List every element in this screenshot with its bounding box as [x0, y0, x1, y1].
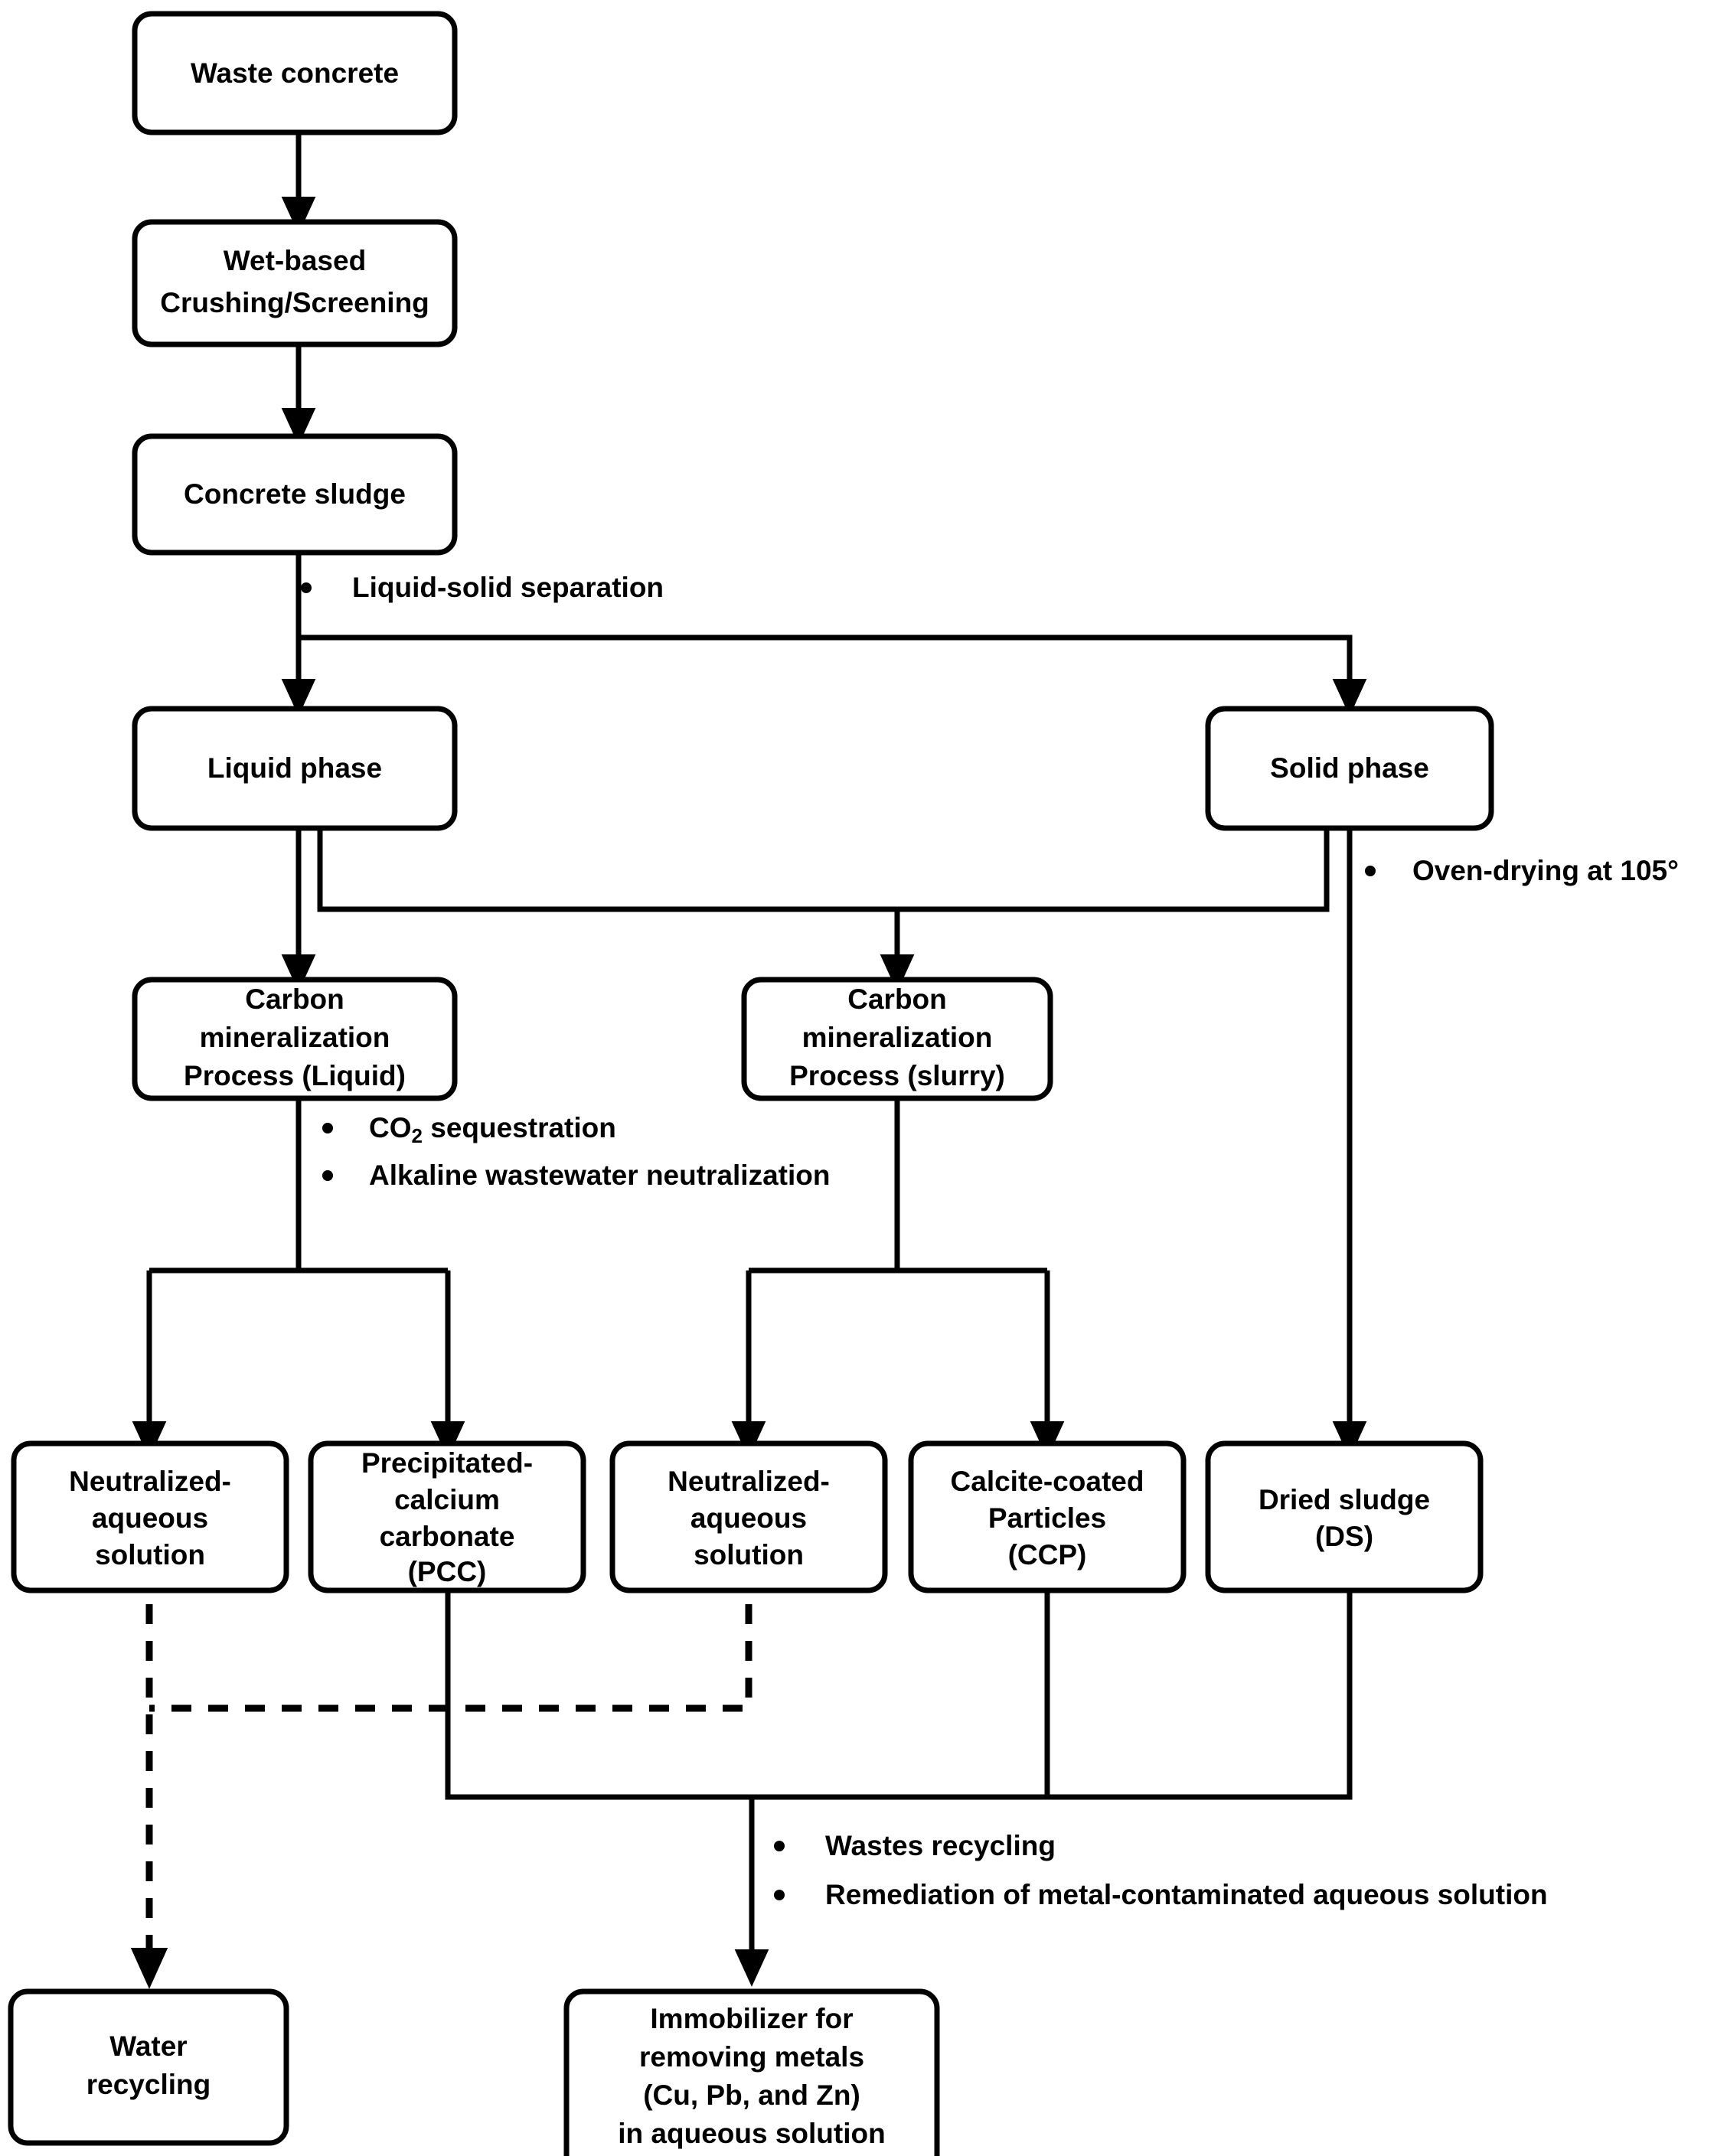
- node-pcc-line4: (PCC): [408, 1556, 487, 1587]
- node-neutralized-2-line3: solution: [694, 1539, 804, 1571]
- edge-solids-merge-bus: [445, 1567, 1353, 1800]
- node-pcc-line1: Precipitated-: [361, 1447, 533, 1479]
- node-neutralized-1-line1: Neutralized-: [69, 1466, 231, 1497]
- node-ccp-line2: Particles: [988, 1502, 1106, 1534]
- bullet-icon: [322, 1170, 333, 1181]
- annotation-alkaline-neutralization: Alkaline wastewater neutralization: [322, 1160, 830, 1191]
- node-solid-phase[interactable]: Solid phase: [1205, 706, 1494, 831]
- node-ccp-shape: [908, 1440, 1187, 1593]
- node-carbon-mineralization-slurry[interactable]: Carbon mineralization Process (slurry): [741, 977, 1053, 1101]
- node-carbonmin-slurry-line3: Process (slurry): [789, 1060, 1005, 1091]
- node-neutralized-2-line2: aqueous: [690, 1502, 807, 1534]
- node-neutralized-1-line2: aqueous: [92, 1502, 208, 1534]
- annotation-oven-drying: Oven-drying at 105°: [1365, 855, 1679, 886]
- node-carbonmin-slurry-line2: mineralization: [802, 1022, 993, 1053]
- bullet-icon: [774, 1841, 785, 1851]
- node-immobilizer-line4: in aqueous solution: [618, 2118, 885, 2149]
- bullet-icon: [774, 1890, 785, 1900]
- node-wet-crushing-shape: [132, 219, 458, 347]
- node-carbon-mineralization-liquid[interactable]: Carbon mineralization Process (Liquid): [132, 977, 458, 1101]
- node-precipitated-calcium-carbonate[interactable]: Precipitated- calcium carbonate (PCC): [308, 1440, 586, 1593]
- node-waste-concrete-label: Waste concrete: [191, 57, 399, 89]
- node-carbonmin-liquid-line1: Carbon: [245, 983, 344, 1015]
- node-liquid-phase[interactable]: Liquid phase: [132, 706, 458, 831]
- node-carbonmin-slurry-shape: [741, 977, 1053, 1101]
- node-solid-phase-shape: [1205, 706, 1494, 831]
- annotation-co2-sequestration: CO2 sequestration: [322, 1112, 616, 1147]
- node-concrete-sludge-shape: [132, 433, 458, 556]
- node-wet-crushing-label-line2: Crushing/Screening: [160, 287, 429, 318]
- node-dried-sludge[interactable]: Dried sludge (DS): [1205, 1440, 1484, 1593]
- node-ccp-line1: Calcite-coated: [951, 1466, 1144, 1497]
- node-pcc-shape: [308, 1440, 586, 1593]
- annotation-liquid-solid-separation: Liquid-solid separation: [301, 572, 664, 603]
- edge-neutralized2-dashed-bus: [149, 1567, 753, 1712]
- bullet-icon: [1365, 866, 1376, 876]
- node-ccp-line3: (CCP): [1008, 1539, 1087, 1571]
- node-liquid-phase-label: Liquid phase: [207, 752, 382, 784]
- node-water-recycling[interactable]: Water recycling: [8, 1988, 289, 2146]
- node-waste-concrete-shape: [132, 11, 458, 135]
- bullet-icon: [301, 582, 312, 593]
- node-carbonmin-liquid-line3: Process (Liquid): [184, 1060, 406, 1091]
- node-neutralized-aqueous-solution-1[interactable]: Neutralized- aqueous solution: [11, 1440, 289, 1593]
- node-carbonmin-liquid-shape: [132, 977, 458, 1101]
- node-pcc-line3: carbonate: [380, 1521, 515, 1552]
- annotation-wastes-recycling-label: Wastes recycling: [825, 1830, 1056, 1861]
- annotation-oven-drying-label: Oven-drying at 105°: [1412, 855, 1679, 886]
- co2-subscript: 2: [412, 1124, 423, 1147]
- node-water-recycling-shape: [8, 1988, 289, 2146]
- annotation-wastes-recycling: Wastes recycling: [774, 1830, 1056, 1861]
- node-liquid-phase-shape: [132, 706, 458, 831]
- node-neutralized-1-line3: solution: [95, 1539, 205, 1571]
- node-immobilizer-line3: (Cu, Pb, and Zn): [643, 2079, 860, 2111]
- annotation-co2-sequestration-label: CO2 sequestration: [369, 1112, 616, 1147]
- annotation-alkaline-neutralization-label: Alkaline wastewater neutralization: [369, 1160, 830, 1191]
- edge-sludge-down: [295, 553, 1367, 716]
- node-neutralized-aqueous-solution-2[interactable]: Neutralized- aqueous solution: [609, 1440, 888, 1593]
- node-dried-sludge-shape: [1205, 1440, 1484, 1593]
- node-neutralized-2-line1: Neutralized-: [668, 1466, 830, 1497]
- annotation-liquid-solid-separation-label: Liquid-solid separation: [352, 572, 664, 603]
- bullet-icon: [322, 1123, 333, 1133]
- node-immobilizer-shape: [563, 1988, 940, 2156]
- co2-suffix: sequestration: [423, 1112, 616, 1143]
- edge-phases-to-carbonmin-slurry: [317, 828, 1330, 912]
- node-concrete-sludge-label: Concrete sludge: [184, 478, 406, 510]
- node-calcite-coated-particles[interactable]: Calcite-coated Particles (CCP): [908, 1440, 1187, 1593]
- node-neutralized-2-shape: [609, 1440, 888, 1593]
- annotation-remediation: Remediation of metal-contaminated aqueou…: [774, 1879, 1548, 1910]
- node-solid-phase-label: Solid phase: [1270, 752, 1429, 784]
- edge-carbonmin-liquid-split: [149, 1098, 448, 1274]
- co2-prefix: CO: [369, 1112, 412, 1143]
- node-dried-sludge-line1: Dried sludge: [1259, 1484, 1430, 1515]
- node-water-recycling-line2: recycling: [87, 2069, 211, 2100]
- node-neutralized-1-shape: [11, 1440, 289, 1593]
- node-wet-crushing-label-line1: Wet-based: [224, 245, 366, 276]
- annotation-remediation-label: Remediation of metal-contaminated aqueou…: [825, 1879, 1548, 1910]
- edge-carbonmin-slurry-split: [749, 1098, 1047, 1274]
- node-immobilizer-line2: removing metals: [639, 2041, 864, 2073]
- node-pcc-line2: calcium: [394, 1484, 500, 1515]
- node-wet-based-crushing-screening[interactable]: Wet-based Crushing/Screening: [132, 219, 458, 347]
- node-waste-concrete[interactable]: Waste concrete: [132, 11, 458, 135]
- node-dried-sludge-line2: (DS): [1315, 1521, 1373, 1552]
- node-concrete-sludge[interactable]: Concrete sludge: [132, 433, 458, 556]
- node-immobilizer-line1: Immobilizer for: [650, 2003, 853, 2034]
- node-immobilizer[interactable]: Immobilizer for removing metals (Cu, Pb,…: [563, 1988, 940, 2156]
- node-water-recycling-line1: Water: [109, 2030, 187, 2062]
- node-carbonmin-slurry-line1: Carbon: [847, 983, 947, 1015]
- node-carbonmin-liquid-line2: mineralization: [200, 1022, 390, 1053]
